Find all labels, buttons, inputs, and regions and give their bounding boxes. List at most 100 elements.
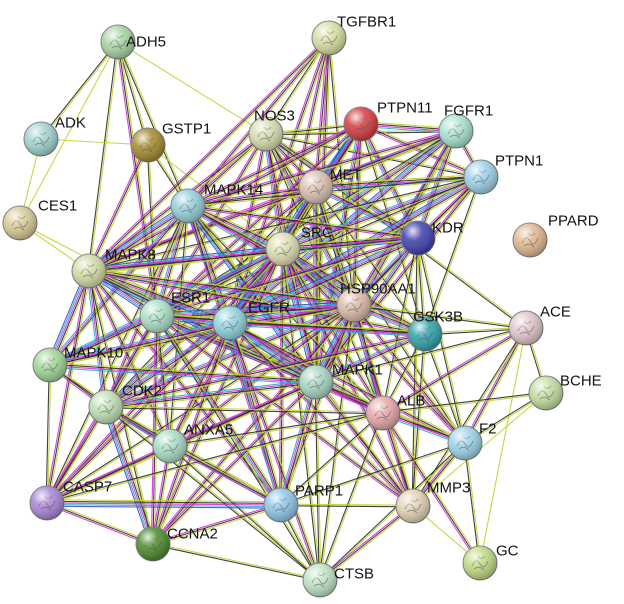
edge-GSK3B-MMP3 (411, 333, 427, 507)
node-ccna2[interactable]: CCNA2 (135, 525, 218, 562)
edge-ADH5-ESR1 (115, 41, 160, 317)
node-label: ANXA5 (184, 421, 233, 438)
node-fgfr1[interactable]: FGFR1 (438, 102, 493, 149)
edge-PTPN1-MAPK8 (88, 175, 482, 273)
node-casp7[interactable]: CASP7 (29, 478, 112, 521)
edge-GSK3B-CDK2 (105, 331, 426, 410)
node-gloss (33, 348, 67, 382)
edge-TGFBR1-MAPK8 (87, 36, 331, 273)
node-esr1[interactable]: ESR1 (139, 289, 210, 334)
edge-MAPK14-CASP7 (45, 205, 190, 504)
edge-ANXA5-PARP1 (168, 444, 283, 507)
node-gloss (408, 317, 442, 351)
node-label: GSTP1 (162, 120, 211, 137)
node-label: CCNA2 (167, 525, 218, 542)
node-label: CES1 (38, 197, 77, 214)
node-met[interactable]: MET (298, 166, 362, 205)
node-label: GSK3B (413, 308, 463, 325)
edge-HSP90AA1-ACE (353, 303, 527, 330)
node-label: MMP3 (427, 479, 470, 496)
edge-MAPK8-HSP90AA1 (88, 268, 355, 308)
edge-KDR-MAPK8 (88, 235, 419, 274)
edge-F2-PARP1 (280, 441, 466, 507)
node-label: MAPK10 (64, 344, 123, 361)
node-ces1[interactable]: CES1 (2, 197, 77, 241)
node-alb[interactable]: ALB (365, 392, 425, 431)
node-gloss (131, 128, 165, 162)
edge-ALB-PARP1 (280, 411, 384, 507)
node-ace[interactable]: ACE (508, 303, 571, 346)
node-label: ADH5 (126, 33, 166, 50)
node-anxa5[interactable]: ANXA5 (152, 421, 233, 464)
node-label: PARP1 (295, 482, 343, 499)
node-label: MAPK8 (105, 246, 156, 263)
node-gstp1[interactable]: GSTP1 (130, 120, 211, 163)
node-mapk1[interactable]: MAPK1 (298, 361, 383, 400)
node-bche[interactable]: BCHE (528, 372, 602, 411)
node-label: HSP90AA1 (340, 280, 416, 297)
node-mapk8[interactable]: MAPK8 (71, 246, 156, 289)
edge-MAPK14-KDR (187, 203, 419, 241)
node-label: NOS3 (254, 107, 295, 124)
node-f2[interactable]: F2 (447, 420, 497, 461)
node-label: PTPN1 (495, 152, 543, 169)
node-ppard[interactable]: PPARD (512, 212, 599, 258)
node-ctsb[interactable]: CTSB (302, 562, 374, 598)
node-gloss (266, 232, 300, 266)
edge-ACE-F2 (463, 326, 528, 445)
node-adh5[interactable]: ADH5 (100, 24, 166, 60)
edge-ALB-GC (381, 411, 482, 565)
node-cdk2[interactable]: CDK2 (88, 382, 162, 425)
edge-MAPK1-PARP1 (278, 381, 319, 506)
node-gsk3b[interactable]: GSK3B (407, 308, 463, 352)
edge-ADK-GSTP1 (40, 138, 149, 146)
node-egfr[interactable]: EGFR (212, 299, 290, 341)
edge-EGFR-CTSB (227, 322, 323, 581)
node-gloss (439, 114, 473, 148)
node-mmp3[interactable]: MMP3 (395, 479, 470, 524)
node-nos3[interactable]: NOS3 (248, 107, 295, 152)
node-ptpn1[interactable]: PTPN1 (463, 152, 543, 195)
node-gloss (463, 546, 497, 580)
node-label: CDK2 (122, 382, 162, 399)
node-gloss (171, 189, 205, 223)
node-adk[interactable]: ADK (23, 114, 86, 157)
node-label: ACE (540, 303, 571, 320)
edge-ADH5-NOS3 (117, 41, 267, 135)
edge-ADH5-MAPK14 (116, 41, 190, 207)
node-label: ESR1 (171, 289, 210, 306)
node-gloss (464, 160, 498, 194)
node-tgfbr1[interactable]: TGFBR1 (311, 13, 396, 56)
edge-FGFR1-MAPK14 (187, 128, 457, 209)
node-label: SRC (301, 224, 333, 241)
node-gloss (396, 489, 430, 523)
node-gloss (213, 306, 247, 340)
node-gloss (401, 221, 435, 255)
node-label: KDR (432, 219, 464, 236)
node-label: TGFBR1 (337, 13, 396, 30)
edge-MAPK8-CASP7 (44, 270, 92, 504)
node-gloss (264, 488, 298, 522)
edge-EGFR-MAPK10 (49, 320, 231, 368)
node-gloss (140, 299, 174, 333)
node-src[interactable]: SRC (265, 224, 333, 267)
edge-CASP7-PARP1 (46, 499, 282, 509)
edge-EGFR-MMP3 (228, 321, 415, 508)
node-ptpn11[interactable]: PTPN11 (343, 99, 433, 142)
edge-PARP1-MMP3 (280, 503, 414, 508)
node-hsp90aa1[interactable]: HSP90AA1 (336, 280, 416, 323)
node-mapk10[interactable]: MAPK10 (32, 344, 123, 383)
node-gc[interactable]: GC (462, 542, 519, 581)
node-mapk14[interactable]: MAPK14 (170, 181, 263, 224)
node-label: PPARD (548, 212, 599, 229)
node-label: CTSB (334, 565, 374, 582)
edge-MAPK10-MAPK1 (49, 362, 317, 385)
node-gloss (509, 311, 543, 345)
node-gloss (299, 170, 333, 204)
edge-SRC-MMP3 (281, 248, 415, 507)
edge-PTPN1-EGFR (228, 173, 483, 327)
node-kdr[interactable]: KDR (400, 219, 464, 256)
node-parp1[interactable]: PARP1 (263, 482, 343, 523)
edge-CDK2-CASP7 (45, 405, 108, 505)
node-gloss (136, 527, 170, 561)
